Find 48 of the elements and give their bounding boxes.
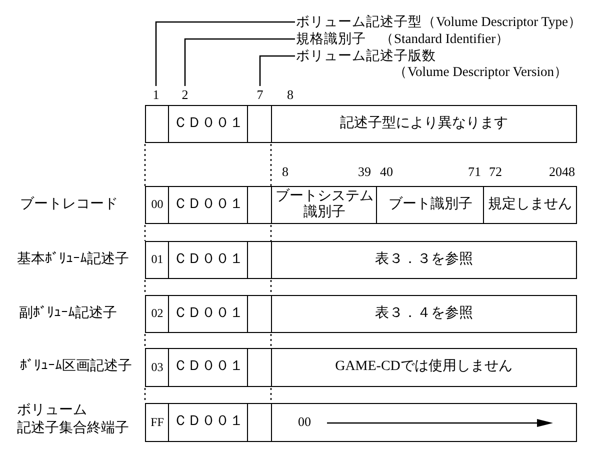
table-cell: ＣＤ００１ [168,186,248,224]
byte-offset: 71 [468,165,481,178]
leader-line [155,21,295,86]
empty-cell [247,295,272,333]
table-cell: 表３．４を参照 [271,295,576,333]
table-cell: ＣＤ００１ [168,403,248,442]
empty-cell [247,403,272,442]
table-cell: ＣＤ００１ [168,348,248,387]
row-label: 基本ﾎﾞﾘｭｰﾑ記述子 [17,251,129,269]
callout-text: ボリューム記述子型（Volume Descriptor Type） [296,14,582,30]
leader-line [184,38,295,86]
empty-cell [247,348,272,387]
table-cell: ブート識別子 [376,186,484,224]
byte-offset: 2048 [549,165,575,178]
byte-offset: 8 [287,88,294,101]
table-cell: 03 [145,348,170,387]
table-cell: ブートシステム識別子 [271,186,378,224]
column-number: 7 [256,88,264,101]
byte-offset: 8 [282,165,288,178]
callout-text: ボリューム記述子版数（Volume Descriptor Version） [296,48,568,80]
table-cell: 01 [145,241,170,279]
byte-offset: 72 [489,165,502,178]
empty-cell [247,241,272,279]
column-number: 2 [182,88,188,101]
table-cell: 記述子型により異なります [271,105,576,143]
row-label: ブートレコード [20,196,118,214]
table-cell: ＣＤ００１ [168,105,248,143]
empty-cell [247,186,272,224]
empty-cell [247,105,272,143]
row-label: ボリューム記述子集合終端子 [17,402,129,438]
byte-offset: 39 [358,165,371,178]
byte-offset: 40 [380,165,393,178]
table-cell [271,403,576,442]
table-cell: 規定しません [483,186,576,224]
table-cell: ＣＤ００１ [168,241,248,279]
table-cell: GAME-CDでは使用しません [271,348,576,387]
row-label: 副ﾎﾞﾘｭｰﾑ記述子 [19,305,117,323]
callout-text: 規格識別子 （Standard Identifier） [296,31,510,47]
fill-value: 00 [298,415,311,430]
empty-cell [145,105,170,143]
table-cell: 00 [145,186,170,224]
table-cell: FF [145,403,170,442]
column-number: 1 [152,88,160,101]
leader-line [259,55,295,86]
table-cell: ＣＤ００１ [168,295,248,333]
table-cell: 02 [145,295,170,333]
table-cell: 表３．３を参照 [271,241,576,279]
row-label: ﾎﾞﾘｭｰﾑ区画記述子 [20,358,132,376]
